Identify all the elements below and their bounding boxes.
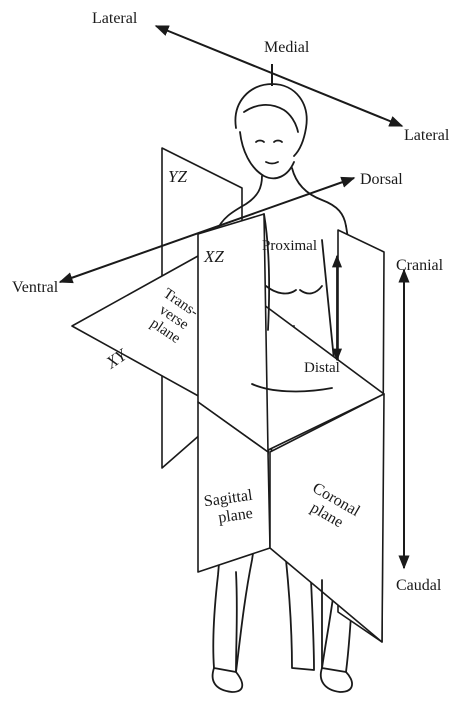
lateral-right-label: Lateral [404, 127, 450, 144]
proximal-label: Proximal [262, 238, 317, 254]
cranial-label: Cranial [396, 257, 444, 274]
ventral-label: Ventral [12, 279, 59, 296]
lateral-left-label: Lateral [92, 10, 138, 27]
medial-label: Medial [264, 39, 310, 56]
caudal-label: Caudal [396, 577, 442, 594]
dorsal-label: Dorsal [360, 171, 403, 188]
legs-front-outline [236, 572, 322, 672]
yz-label: YZ [168, 167, 187, 186]
distal-label: Distal [304, 360, 340, 376]
xz-label: XZ [203, 247, 224, 266]
